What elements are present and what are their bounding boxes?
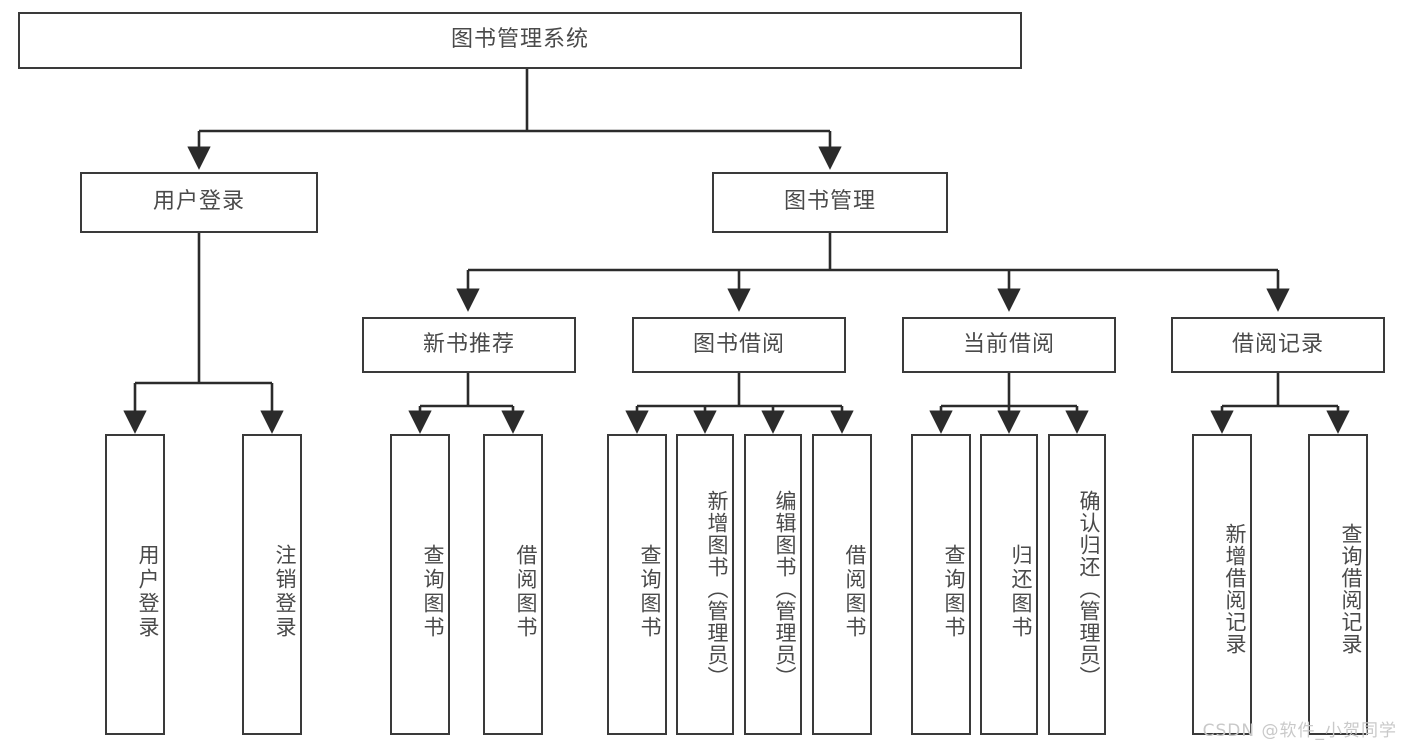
- node-leaf-query-book-borrow[interactable]: 查询图书: [607, 434, 667, 735]
- node-leaf-query-borrow-record[interactable]: 查询借阅记录: [1308, 434, 1368, 735]
- node-label: 查询借阅记录: [1339, 522, 1363, 655]
- node-leaf-confirm-return-admin[interactable]: 确认归还（管理员）: [1048, 434, 1106, 735]
- node-label: 查询图书: [942, 543, 966, 640]
- node-label: 查询图书: [638, 543, 662, 640]
- node-user-login[interactable]: 用户登录: [80, 172, 318, 233]
- node-label: 确认归还（管理员）: [1077, 489, 1101, 688]
- node-label: 新书推荐: [422, 331, 515, 357]
- node-leaf-borrow-book[interactable]: 借阅图书: [812, 434, 872, 735]
- node-leaf-user-login[interactable]: 用户登录: [105, 434, 165, 735]
- node-label: 新增图书（管理员）: [705, 489, 729, 688]
- node-label: 用户登录: [136, 543, 160, 640]
- node-book-management[interactable]: 图书管理: [712, 172, 948, 233]
- node-new-book-recommend[interactable]: 新书推荐: [362, 317, 576, 373]
- node-leaf-query-book-current[interactable]: 查询图书: [911, 434, 971, 735]
- node-label: 注销登录: [273, 543, 297, 640]
- node-label: 编辑图书（管理员）: [773, 489, 797, 688]
- csdn-watermark: CSDN @软件_小贺同学: [1202, 721, 1397, 741]
- node-book-borrow[interactable]: 图书借阅: [632, 317, 846, 373]
- node-root-system[interactable]: 图书管理系统: [18, 12, 1022, 69]
- node-leaf-add-book-admin[interactable]: 新增图书（管理员）: [676, 434, 734, 735]
- node-label: 新增借阅记录: [1223, 522, 1247, 655]
- node-current-borrow[interactable]: 当前借阅: [902, 317, 1116, 373]
- node-label: 归还图书: [1009, 543, 1033, 640]
- node-label: 借阅图书: [843, 543, 867, 640]
- node-label: 用户登录: [152, 189, 245, 215]
- node-leaf-edit-book-admin[interactable]: 编辑图书（管理员）: [744, 434, 802, 735]
- node-label: 查询图书: [421, 543, 445, 640]
- node-leaf-borrow-book-recommend[interactable]: 借阅图书: [483, 434, 543, 735]
- node-label: 图书管理系统: [450, 27, 589, 53]
- node-label: 当前借阅: [962, 331, 1055, 357]
- node-label: 借阅图书: [514, 543, 538, 640]
- node-leaf-query-book-recommend[interactable]: 查询图书: [390, 434, 450, 735]
- node-label: 借阅记录: [1231, 331, 1324, 357]
- node-leaf-return-book[interactable]: 归还图书: [980, 434, 1038, 735]
- node-leaf-logout[interactable]: 注销登录: [242, 434, 302, 735]
- node-borrow-record[interactable]: 借阅记录: [1171, 317, 1385, 373]
- node-leaf-add-borrow-record[interactable]: 新增借阅记录: [1192, 434, 1252, 735]
- node-label: 图书管理: [783, 189, 876, 215]
- node-label: 图书借阅: [692, 331, 785, 357]
